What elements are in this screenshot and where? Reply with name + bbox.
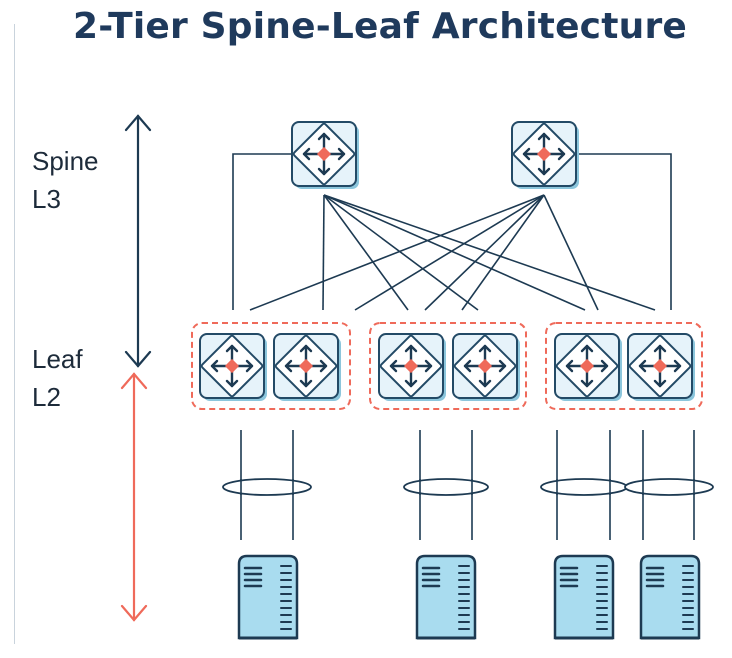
leaf-group-2 <box>369 322 527 410</box>
spine-tier-label: Spine L3 <box>32 142 99 218</box>
server-3 <box>553 554 615 640</box>
lag-ellipse-1 <box>222 478 312 496</box>
left-divider <box>14 24 15 644</box>
server-2 <box>415 554 477 640</box>
spine-name: Spine <box>32 146 99 176</box>
leaf-layer: L2 <box>32 382 61 412</box>
leaf-name: Leaf <box>32 344 83 374</box>
server-4 <box>639 554 701 640</box>
leaf-tier-label: Leaf L2 <box>32 340 83 416</box>
leaf-switch-6 <box>626 332 697 403</box>
leaf-switch-2 <box>272 332 343 403</box>
lag-ellipse-4 <box>624 478 714 496</box>
server-1 <box>237 554 299 640</box>
spine-switch-1 <box>290 120 361 191</box>
leaf-switch-3 <box>377 332 448 403</box>
spine-switch-2 <box>510 120 581 191</box>
spine-layer: L3 <box>32 184 61 214</box>
leaf-range-arrow <box>120 372 148 622</box>
page-title: 2-Tier Spine-Leaf Architecture <box>72 6 688 47</box>
lag-ellipse-2 <box>403 478 489 496</box>
spine-range-arrow <box>124 114 152 368</box>
lag-ellipse-3 <box>540 478 628 496</box>
spine-leaf-links <box>232 153 672 311</box>
leaf-switch-4 <box>451 332 522 403</box>
leaf-switch-5 <box>553 332 624 403</box>
leaf-group-1 <box>191 322 351 410</box>
leaf-switch-1 <box>198 332 269 403</box>
leaf-group-3 <box>545 322 703 410</box>
